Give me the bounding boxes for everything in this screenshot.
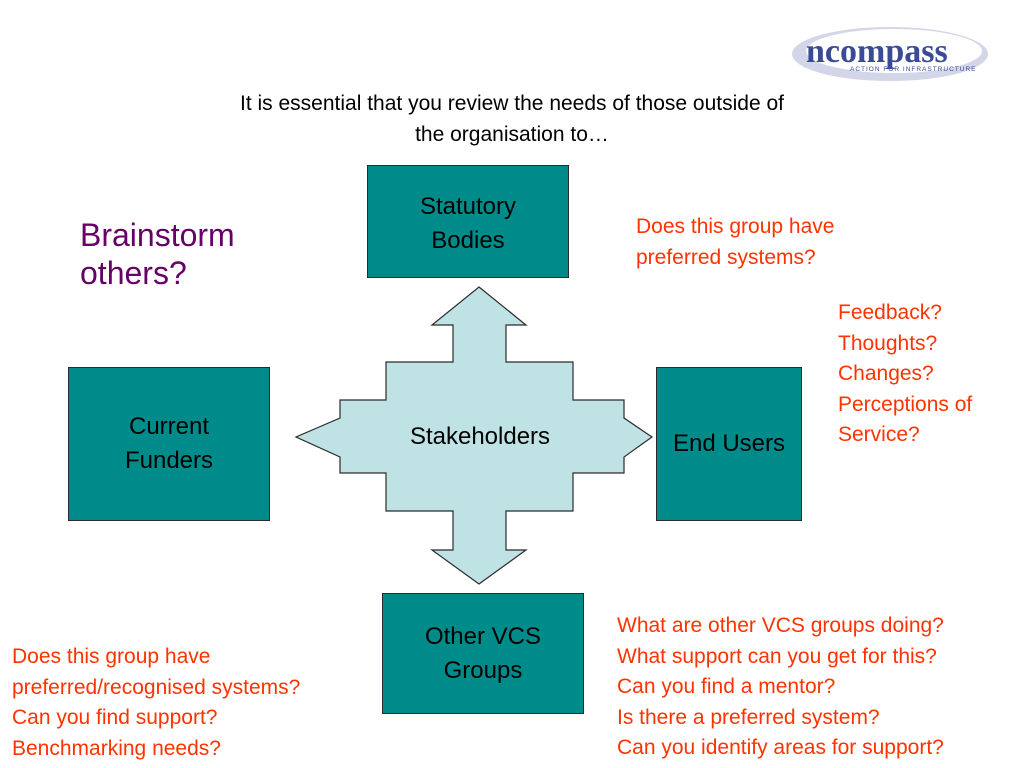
question-line: Can you find support? bbox=[12, 706, 218, 730]
other-vcs-questions: What are other VCS groups doing? What su… bbox=[617, 611, 944, 764]
box-label-line: End Users bbox=[672, 430, 786, 457]
question-line: Can you find a mentor? bbox=[617, 675, 836, 699]
page-title: It is essential that you review the need… bbox=[160, 88, 864, 150]
question-line: Perceptions of bbox=[838, 392, 973, 416]
box-label-line: Current bbox=[128, 413, 210, 440]
question-line: Is there a preferred system? bbox=[617, 705, 880, 729]
question-line: preferred/recognised systems? bbox=[12, 675, 301, 699]
logo-wordmark: ncompass bbox=[806, 33, 948, 70]
brainstorm-line: others? bbox=[80, 255, 187, 291]
question-line: Does this group have bbox=[12, 645, 211, 668]
title-line: the organisation to… bbox=[415, 123, 609, 146]
question-line: Thoughts? bbox=[838, 331, 938, 355]
brainstorm-line: Brainstorm bbox=[80, 217, 235, 253]
end-users-questions: Feedback? Thoughts? Changes? Perceptions… bbox=[838, 298, 972, 451]
logo-tagline: ACTION FOR INFRASTRUCTURE bbox=[850, 66, 976, 73]
question-line: Service? bbox=[838, 423, 920, 447]
question-line: What are other VCS groups doing? bbox=[617, 614, 944, 637]
question-line: Feedback? bbox=[838, 301, 942, 324]
statutory-bodies-box: Statutory Bodies bbox=[367, 165, 569, 278]
box-label-line: Groups bbox=[443, 656, 523, 684]
box-label-line: Bodies bbox=[431, 227, 505, 254]
funders-questions: Does this group have preferred/recognise… bbox=[12, 642, 300, 764]
question-line: Changes? bbox=[838, 362, 934, 386]
question-line: Benchmarking needs? bbox=[12, 736, 221, 760]
current-funders-box: Current Funders bbox=[68, 367, 270, 521]
other-vcs-groups-box: Other VCS Groups bbox=[382, 593, 584, 714]
ncompass-logo: ncompass ACTION FOR INFRASTRUCTURE bbox=[790, 24, 990, 86]
question-line: Can you identify areas for support? bbox=[617, 736, 944, 760]
statutory-questions: Does this group have preferred systems? bbox=[636, 212, 834, 273]
title-line: It is essential that you review the need… bbox=[240, 92, 784, 115]
box-label-line: Statutory bbox=[419, 193, 517, 220]
brainstorm-prompt: Brainstorm others? bbox=[80, 216, 280, 292]
box-label-line: Other VCS bbox=[424, 622, 542, 650]
end-users-box: End Users bbox=[656, 367, 802, 521]
question-line: preferred systems? bbox=[636, 245, 816, 269]
question-line: Does this group have bbox=[636, 215, 835, 238]
box-label-line: Funders bbox=[124, 447, 214, 474]
question-line: What support can you get for this? bbox=[617, 644, 937, 668]
stakeholders-label: Stakeholders bbox=[409, 423, 551, 450]
